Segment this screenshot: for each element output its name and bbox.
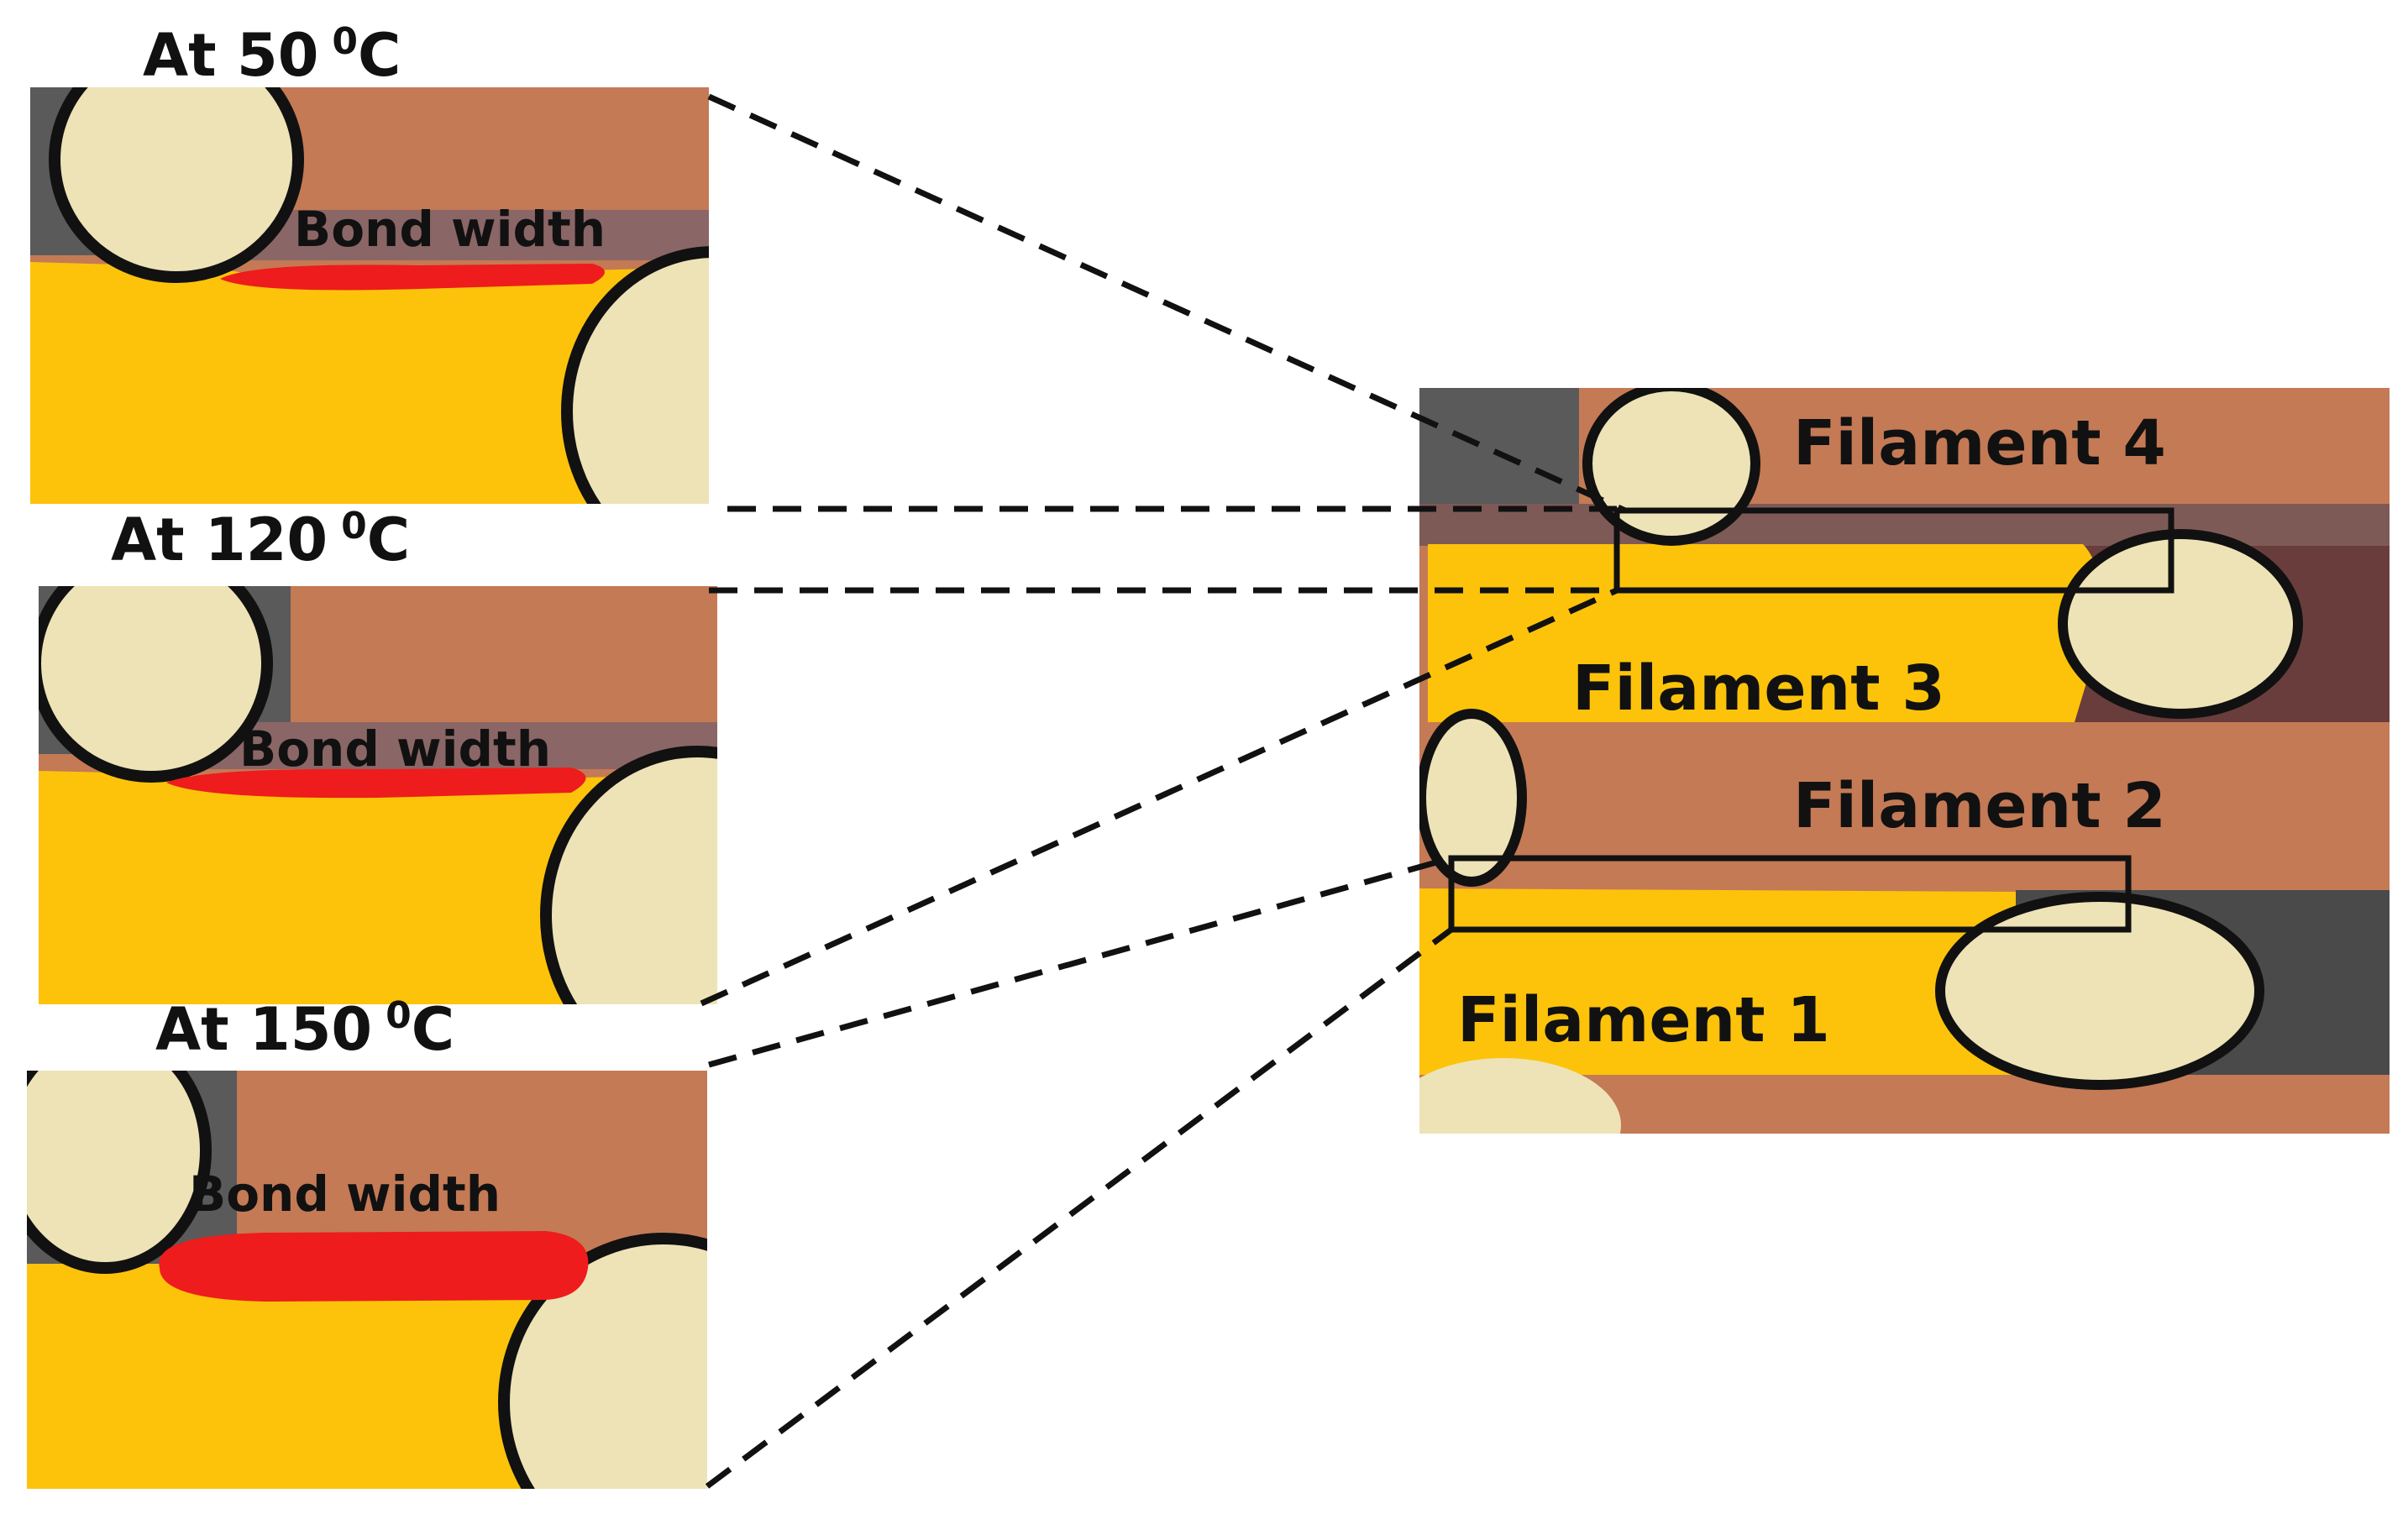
filament-2-label: Filament 2 bbox=[1793, 770, 2166, 842]
fiber-cross-section bbox=[540, 746, 717, 1004]
selection-box-upper bbox=[1613, 507, 2175, 594]
panel-150c-micrograph: Bond width bbox=[27, 1071, 707, 1489]
filament-4-label: Filament 4 bbox=[1793, 407, 2166, 479]
bond-width-label: Bond width bbox=[239, 720, 551, 778]
connector-line bbox=[708, 855, 1452, 1068]
bond-width-marker bbox=[159, 1231, 589, 1302]
filament-1-label: Filament 1 bbox=[1457, 984, 1830, 1056]
fiber-cross-section bbox=[2058, 529, 2303, 719]
connector-line bbox=[707, 93, 1627, 514]
connector-line bbox=[705, 927, 1454, 1489]
connector-line bbox=[700, 587, 1618, 1007]
bottom-filament-region bbox=[30, 262, 709, 504]
bond-width-label: Bond width bbox=[294, 201, 606, 258]
fiber-cross-section bbox=[498, 1233, 707, 1489]
main-micrograph: Filament 4 Filament 3 Filament 2 Filamen… bbox=[1419, 388, 2390, 1134]
selection-box-lower bbox=[1448, 855, 2132, 933]
fiber-cross-section bbox=[49, 87, 304, 283]
bond-width-marker bbox=[166, 767, 586, 799]
fiber-cross-section bbox=[1582, 388, 1760, 546]
connector-lines bbox=[700, 93, 1627, 1489]
panel-120c-micrograph: Bond width bbox=[39, 586, 717, 1004]
bond-width-marker bbox=[220, 264, 605, 291]
bond-width-label: Bond width bbox=[189, 1166, 501, 1223]
fiber-cross-section bbox=[1935, 892, 2264, 1090]
fiber-cross-section bbox=[1419, 1058, 1621, 1134]
filament-1-body bbox=[1419, 888, 2016, 1083]
filament-2-body bbox=[1419, 722, 2390, 882]
fiber-cross-section bbox=[561, 246, 709, 504]
fiber-cross-section bbox=[39, 586, 273, 783]
filament-3-label: Filament 3 bbox=[1572, 652, 1945, 725]
fiber-cross-section bbox=[1419, 709, 1527, 887]
panel-50c-micrograph: Bond width bbox=[30, 87, 709, 504]
fiber-cross-section bbox=[27, 1071, 212, 1274]
